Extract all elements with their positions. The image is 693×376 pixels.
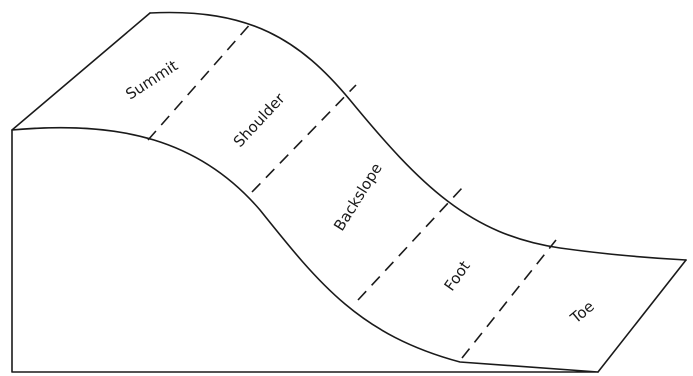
divider-foot-toe xyxy=(462,240,556,358)
zone-label-foot: Foot xyxy=(441,257,474,294)
zone-label-toe: Toe xyxy=(566,297,598,328)
zone-label-summit: Summit xyxy=(122,56,181,103)
front-profile-outline xyxy=(12,128,598,372)
right-bottom-edge xyxy=(598,260,686,372)
zone-label-backslope: Backslope xyxy=(330,160,386,234)
left-top-edge xyxy=(12,13,150,130)
zone-label-shoulder: Shoulder xyxy=(230,89,289,151)
back-profile-edge xyxy=(150,12,686,260)
